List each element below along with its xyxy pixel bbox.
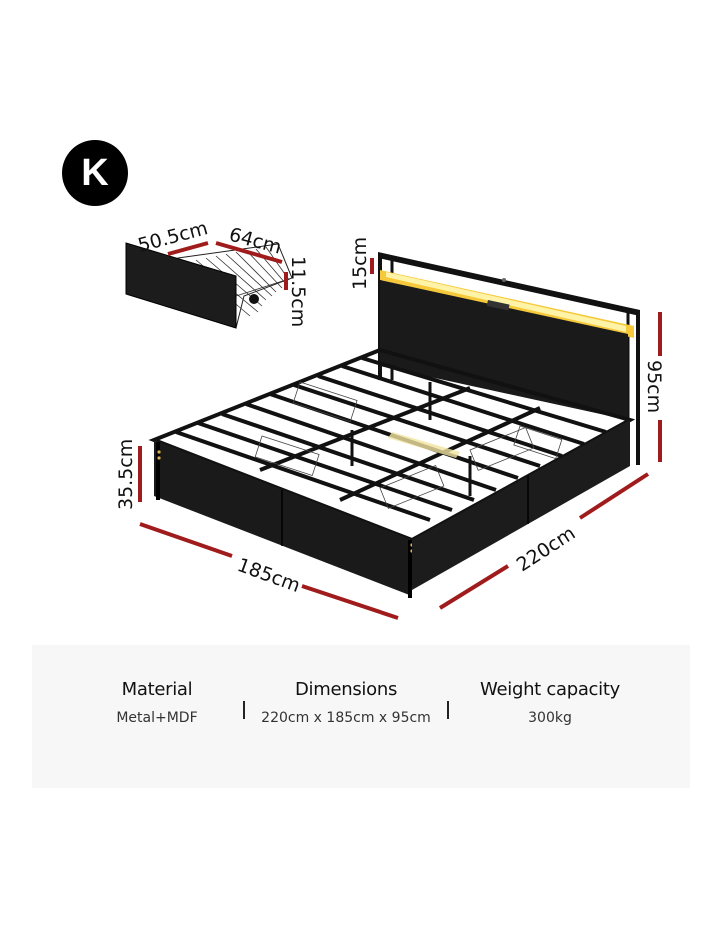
drawer-dimension-lines (167, 241, 288, 290)
bed-diagram: 50.5cm 64cm 11.5cm (115, 217, 665, 620)
headboard (378, 252, 640, 465)
side-height-label: 35.5cm (115, 439, 137, 510)
spec-dimensions-value: 220cm x 185cm x 95cm (261, 710, 431, 726)
spec-weight: Weight capacity 300kg (450, 679, 650, 726)
spec-dimensions-title: Dimensions (294, 679, 398, 700)
bed-width-label: 185cm (234, 554, 303, 597)
spec-divider (447, 701, 449, 719)
specs-panel: Material Metal+MDF Dimensions 220cm x 18… (32, 645, 690, 788)
spec-material: Material Metal+MDF (72, 679, 242, 726)
spec-divider (243, 701, 245, 719)
spec-dimensions: Dimensions 220cm x 185cm x 95cm (246, 679, 446, 726)
bed-length-label: 220cm (513, 522, 580, 576)
drawer-height-label: 11.5cm (287, 256, 309, 327)
spec-material-value: Metal+MDF (116, 710, 198, 726)
size-badge-letter: K (81, 151, 109, 194)
size-badge: K (62, 140, 128, 206)
total-height-label: 95cm (643, 360, 665, 413)
drawer-illustration (125, 242, 293, 329)
spec-weight-title: Weight capacity (480, 679, 620, 700)
spec-weight-value: 300kg (528, 710, 572, 726)
bed-frame (148, 347, 636, 598)
shelf-height-label: 15cm (349, 237, 371, 290)
spec-material-title: Material (121, 679, 193, 700)
bed-dimension-lines (138, 258, 662, 620)
